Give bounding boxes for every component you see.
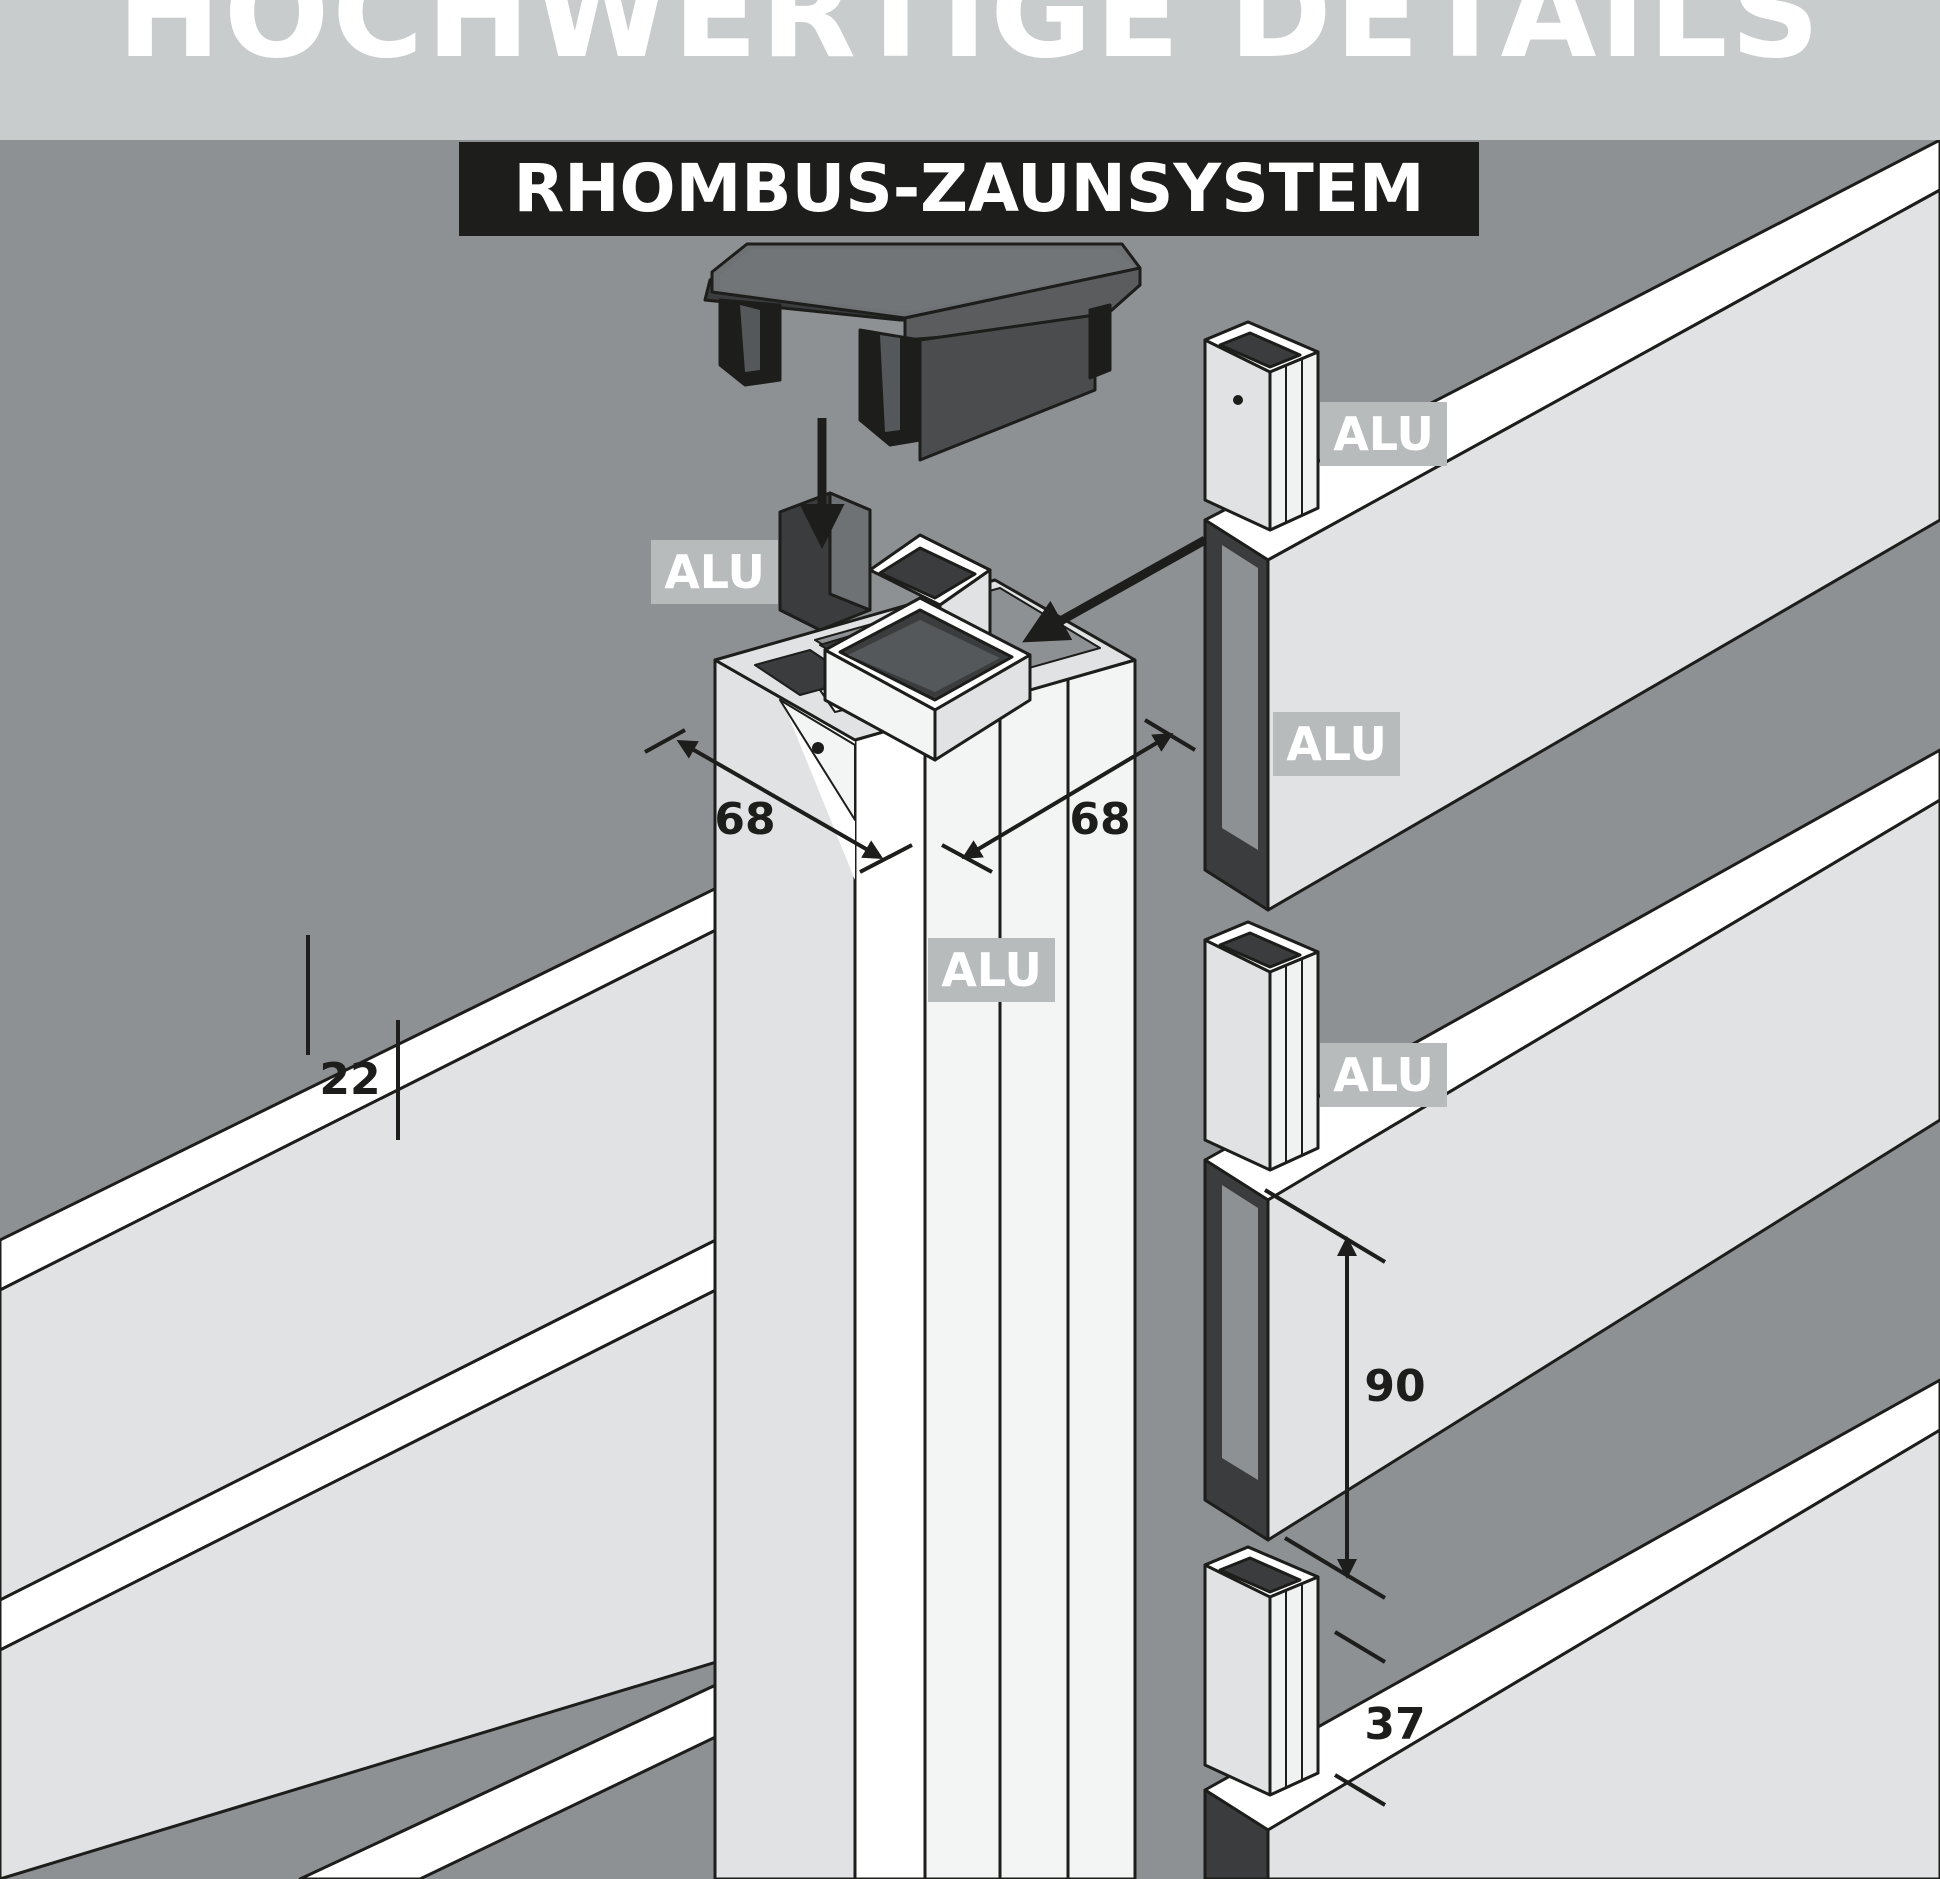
dimension-lines bbox=[306, 718, 1387, 1807]
page-title: HOCHWERTIGE DETAILS bbox=[117, 0, 1823, 86]
alu-clips bbox=[1203, 320, 1320, 1797]
dim-line-post-depth bbox=[676, 740, 884, 859]
post-cap bbox=[703, 242, 1142, 462]
subtitle-bar: RHOMBUS-ZAUNSYSTEM bbox=[459, 142, 1479, 236]
dim-label-post-depth: 68 bbox=[714, 794, 776, 845]
header-band: HOCHWERTIGE DETAILS bbox=[0, 0, 1940, 140]
right-board-3 bbox=[1203, 1378, 1940, 1879]
arrow-clip-in bbox=[1022, 536, 1208, 643]
left-boards bbox=[0, 818, 857, 1879]
dim-line-post-width bbox=[961, 732, 1174, 860]
alu-tag-clip-top: ALU bbox=[1320, 402, 1447, 466]
clip-bottom bbox=[1203, 1545, 1320, 1797]
dim-line-board-gap-b bbox=[1333, 1773, 1387, 1807]
dim-label-board-thickness: 22 bbox=[319, 1054, 381, 1105]
assembly-arrows bbox=[799, 418, 1208, 643]
clip-top bbox=[1203, 320, 1320, 532]
dim-label-post-width: 68 bbox=[1069, 794, 1131, 845]
right-board-1 bbox=[1203, 138, 1940, 912]
clip-middle bbox=[1203, 920, 1320, 1172]
dim-line-board-gap-a bbox=[1333, 1630, 1387, 1664]
alu-tag-post-clip: ALU bbox=[651, 540, 778, 604]
alu-tag-board-top: ALU bbox=[1273, 712, 1400, 776]
dim-label-board-height: 90 bbox=[1364, 1361, 1426, 1412]
insert-square-front bbox=[823, 596, 1032, 762]
alu-tag-clip-middle: ALU bbox=[1320, 1043, 1447, 1107]
aluminium-post bbox=[713, 578, 1137, 1879]
dim-label-board-gap: 37 bbox=[1364, 1699, 1426, 1750]
alu-tag-post: ALU bbox=[928, 938, 1055, 1002]
